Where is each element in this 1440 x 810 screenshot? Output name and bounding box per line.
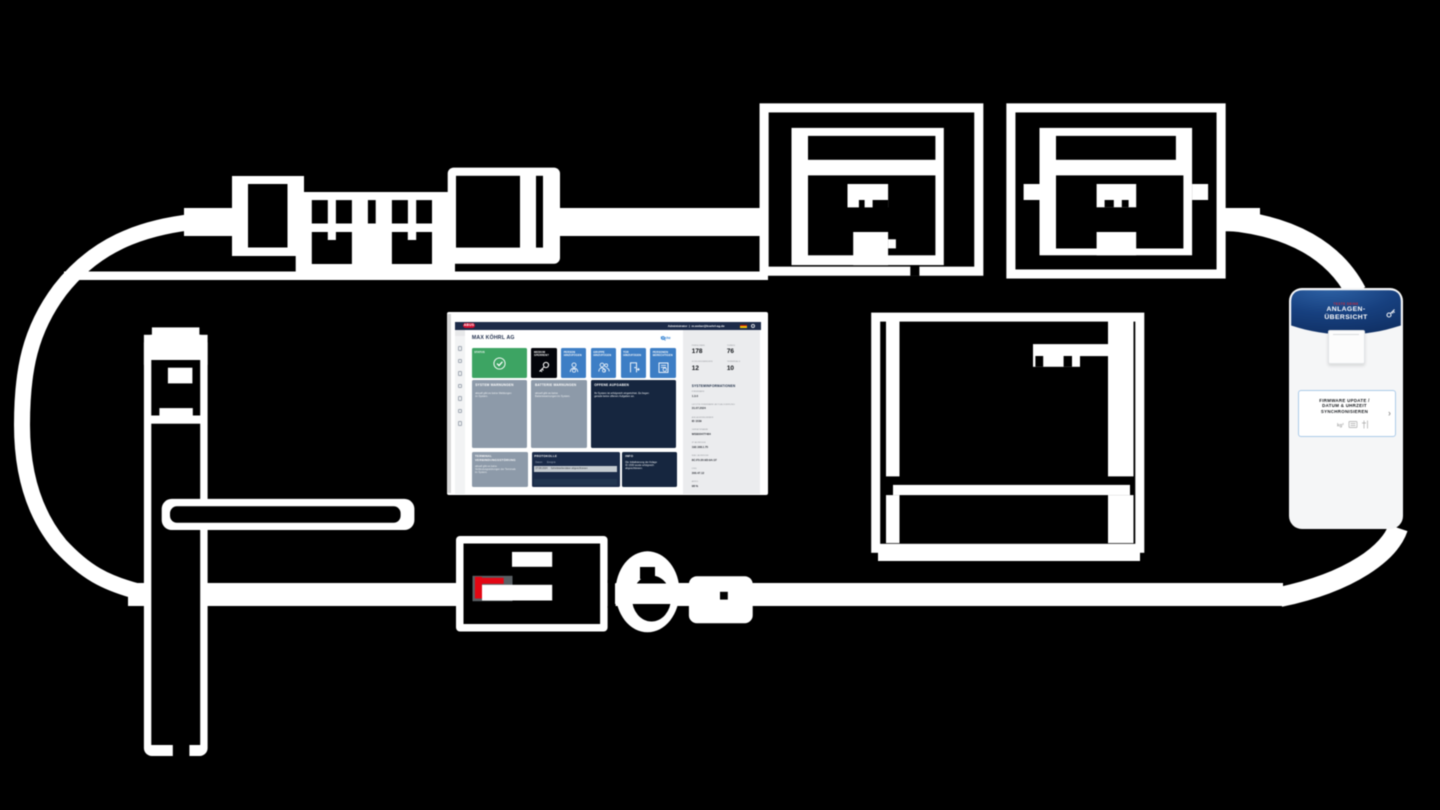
svg-text:kg²: kg² [1337, 423, 1344, 428]
